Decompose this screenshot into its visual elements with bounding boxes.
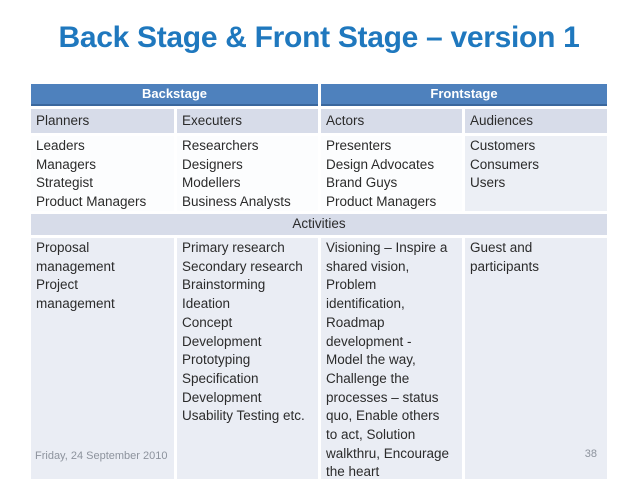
group-header-backstage: Backstage <box>31 84 318 106</box>
activities-cell-planners: Proposal management Project management <box>31 238 174 479</box>
slide-title: Back Stage & Front Stage – version 1 <box>58 21 580 54</box>
column-header-audiences: Audiences <box>465 109 607 133</box>
activities-cell-executers: Primary research Secondary research Brai… <box>177 238 318 479</box>
roles-cell-planners: Leaders Managers Strategist Product Mana… <box>31 136 174 211</box>
page-number: 38 <box>584 448 597 460</box>
column-header-executers: Executers <box>177 109 318 133</box>
column-header-planners: Planners <box>31 109 174 133</box>
activities-cell-audiences: Guest and participants <box>465 238 607 479</box>
section-header-activities: Activities <box>31 214 607 235</box>
roles-cell-executers: Researchers Designers Modellers Business… <box>177 136 318 211</box>
footer-date: Friday, 24 September 2010 <box>35 450 168 462</box>
activities-cell-actors: Visioning – Inspire a shared vision, Pro… <box>321 238 462 479</box>
stage-table: Backstage Frontstage Planners Executers … <box>31 84 607 479</box>
column-header-actors: Actors <box>321 109 462 133</box>
group-header-frontstage: Frontstage <box>321 84 607 106</box>
roles-cell-actors: Presenters Design Advocates Brand Guys P… <box>321 136 462 211</box>
roles-cell-audiences: Customers Consumers Users <box>465 136 607 211</box>
